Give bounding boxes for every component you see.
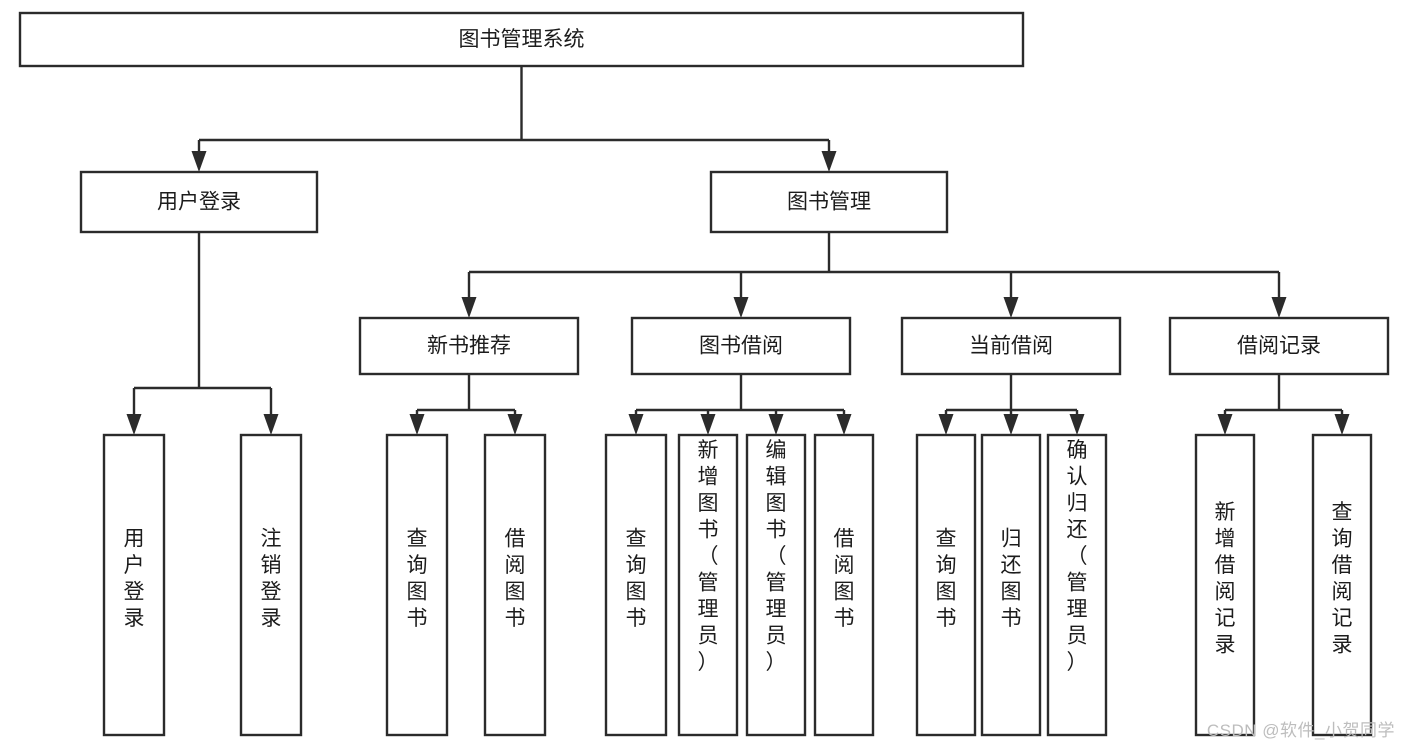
node-box	[1194, 433, 1256, 737]
node-book-manage[interactable]: 图书管理	[709, 170, 949, 234]
arrow-head-icon	[461, 297, 477, 318]
node-box	[483, 433, 547, 737]
node-box	[385, 433, 449, 737]
node-leaf-user-login[interactable]: 用户登录	[102, 433, 166, 737]
arrow-head-icon	[836, 414, 852, 435]
node-new-book-rec[interactable]: 新书推荐	[358, 316, 580, 376]
node-label: 当前借阅	[969, 335, 1053, 358]
node-label: 图书管理	[787, 191, 871, 214]
node-layer: 图书管理系统用户登录图书管理新书推荐图书借阅当前借阅借阅记录用户登录注销登录查询…	[18, 11, 1390, 737]
node-label: 借阅图书	[505, 527, 526, 630]
node-current-borrow[interactable]: 当前借阅	[900, 316, 1122, 376]
node-leaf-query-book-1[interactable]: 查询图书	[385, 433, 449, 737]
arrow-head-icon	[1334, 414, 1350, 435]
node-label: 查询图书	[407, 527, 428, 630]
node-leaf-logout[interactable]: 注销登录	[239, 433, 303, 737]
node-box	[239, 433, 303, 737]
node-leaf-return-book[interactable]: 归还图书	[980, 433, 1042, 737]
node-leaf-borrow-book-2[interactable]: 借阅图书	[813, 433, 875, 737]
node-box	[900, 316, 1122, 376]
node-label: 编辑图书（管理员）	[766, 439, 787, 674]
node-box	[677, 433, 739, 737]
node-box	[745, 433, 807, 737]
arrow-head-icon	[628, 414, 644, 435]
node-box	[980, 433, 1042, 737]
node-label: 用户登录	[157, 191, 241, 214]
arrow-head-icon	[1069, 414, 1085, 435]
node-root[interactable]: 图书管理系统	[18, 11, 1025, 68]
node-label: 借阅记录	[1237, 335, 1321, 358]
node-box	[813, 433, 875, 737]
arrow-head-icon	[126, 414, 142, 435]
arrow-head-icon	[1271, 297, 1287, 318]
node-leaf-edit-book[interactable]: 编辑图书（管理员）	[745, 433, 807, 737]
node-box	[1046, 433, 1108, 737]
node-book-borrow[interactable]: 图书借阅	[630, 316, 852, 376]
node-leaf-borrow-book-1[interactable]: 借阅图书	[483, 433, 547, 737]
node-leaf-confirm-return[interactable]: 确认归还（管理员）	[1046, 433, 1108, 737]
node-label: 查询借阅记录	[1332, 501, 1353, 657]
node-label: 图书管理系统	[459, 28, 585, 51]
node-label: 查询图书	[936, 527, 957, 630]
node-label: 注销登录	[261, 527, 282, 630]
node-box	[604, 433, 668, 737]
node-label: 图书借阅	[699, 335, 783, 358]
arrow-head-icon	[1217, 414, 1233, 435]
arrow-head-icon	[409, 414, 425, 435]
node-label: 确认归还（管理员）	[1067, 439, 1088, 674]
connector-layer	[126, 66, 1350, 435]
arrow-head-icon	[733, 297, 749, 318]
arrow-head-icon	[768, 414, 784, 435]
node-leaf-query-book-3[interactable]: 查询图书	[915, 433, 977, 737]
arrow-head-icon	[938, 414, 954, 435]
node-label: 归还图书	[1001, 527, 1022, 630]
arrow-head-icon	[507, 414, 523, 435]
watermark-label: CSDN @软件_小贺同学	[1206, 721, 1395, 740]
node-box	[18, 11, 1025, 68]
arrow-head-icon	[263, 414, 279, 435]
node-box	[709, 170, 949, 234]
node-box	[630, 316, 852, 376]
node-user-login[interactable]: 用户登录	[79, 170, 319, 234]
node-leaf-query-record[interactable]: 查询借阅记录	[1311, 433, 1373, 737]
node-label: 新增图书（管理员）	[698, 439, 719, 674]
node-label: 用户登录	[124, 527, 145, 630]
node-box	[915, 433, 977, 737]
node-label: 查询图书	[626, 527, 647, 630]
node-label: 新书推荐	[427, 335, 511, 358]
arrow-head-icon	[1003, 297, 1019, 318]
arrow-head-icon	[191, 151, 207, 172]
node-box	[1168, 316, 1390, 376]
node-box	[102, 433, 166, 737]
node-label: 新增借阅记录	[1215, 501, 1236, 657]
node-leaf-add-record[interactable]: 新增借阅记录	[1194, 433, 1256, 737]
node-leaf-query-book-2[interactable]: 查询图书	[604, 433, 668, 737]
node-box	[358, 316, 580, 376]
node-box	[79, 170, 319, 234]
arrow-head-icon	[700, 414, 716, 435]
node-borrow-record[interactable]: 借阅记录	[1168, 316, 1390, 376]
arrow-head-icon	[821, 151, 837, 172]
node-box	[1311, 433, 1373, 737]
node-leaf-add-book[interactable]: 新增图书（管理员）	[677, 433, 739, 737]
node-label: 借阅图书	[834, 527, 855, 630]
arrow-head-icon	[1003, 414, 1019, 435]
